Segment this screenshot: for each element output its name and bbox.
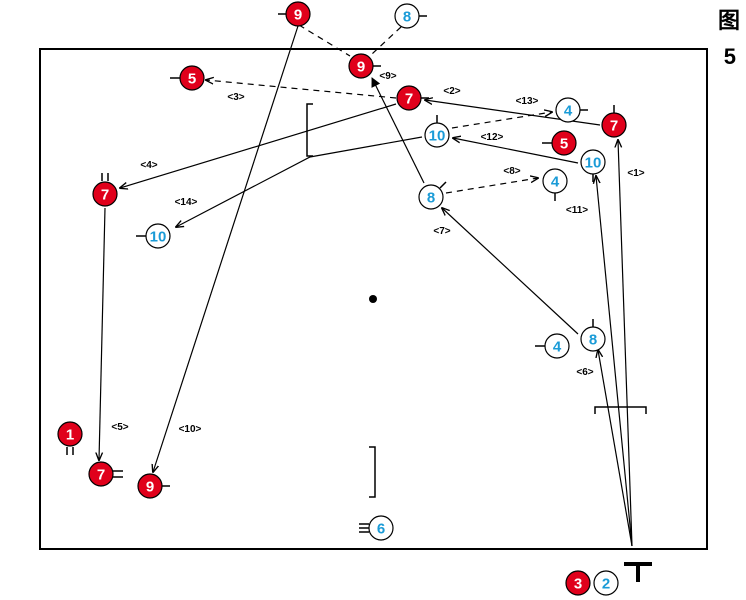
figure-number: 5 <box>723 44 736 69</box>
player-blue-10: 10 <box>136 223 171 249</box>
player-number: 8 <box>589 332 597 349</box>
player-disc <box>368 515 394 541</box>
orientation-tick <box>439 181 447 189</box>
step-labels: <1> <2> <3> <4> <5> <6> <7> <8> <9> <10> <11> <12> <… <box>111 71 644 435</box>
players: 9 8 9 5 7 4 10 7 5 10 7 4 8 10 4 8 1 7 9 6 3 2 <box>57 1 627 596</box>
player-blue-2: 2 <box>593 570 619 596</box>
player-disc <box>137 473 163 499</box>
player-blue-10: 10 <box>424 115 450 148</box>
player-number: 9 <box>294 7 302 24</box>
player-blue-8: 8 <box>418 181 447 210</box>
player-number: 3 <box>574 576 582 593</box>
player-disc <box>88 461 114 487</box>
player-red-9: 9 <box>137 473 170 499</box>
step-label: <10> <box>179 424 202 435</box>
player-number: 10 <box>150 229 167 246</box>
player-red-3: 3 <box>565 570 591 596</box>
coach-marker <box>624 562 652 582</box>
step-label: <14> <box>175 197 198 208</box>
player-blue-4: 4 <box>542 168 568 201</box>
step-label: <5> <box>111 422 128 433</box>
player-number: 7 <box>610 118 618 135</box>
player-disc <box>551 130 577 156</box>
player-blue-10: 10 <box>580 149 606 182</box>
bracket-top <box>306 103 313 157</box>
player-disc <box>396 85 422 111</box>
step-label: <7> <box>433 226 450 237</box>
player-number: 7 <box>101 187 109 204</box>
player-red-9: 9 <box>348 53 381 79</box>
player-disc <box>544 333 570 359</box>
bracket-bottom <box>369 446 376 498</box>
player-disc <box>424 122 450 148</box>
player-disc <box>601 112 627 138</box>
player-number: 6 <box>377 521 385 538</box>
player-number: 7 <box>97 467 105 484</box>
step-label: <11> <box>566 205 588 216</box>
player-blue-4: 4 <box>555 97 588 123</box>
player-disc <box>580 149 606 175</box>
field-boundary <box>39 48 708 550</box>
center-spot <box>369 295 377 303</box>
player-number: 8 <box>403 9 411 26</box>
player-number: 7 <box>405 91 413 108</box>
player-number: 5 <box>188 71 196 88</box>
player-disc <box>555 97 581 123</box>
player-number: 10 <box>585 155 602 172</box>
player-blue-8: 8 <box>580 319 606 352</box>
player-number: 10 <box>429 128 446 145</box>
crossbar-right <box>594 406 647 414</box>
player-disc <box>348 53 374 79</box>
step-label: <2> <box>443 86 460 97</box>
step-label: <4> <box>140 160 157 171</box>
player-red-1: 1 <box>57 421 83 455</box>
player-red-5: 5 <box>542 130 577 156</box>
player-number: 8 <box>427 190 435 207</box>
step-label: <1> <box>627 168 644 179</box>
step-label: <8> <box>503 166 520 177</box>
step-label: <12> <box>481 132 504 143</box>
player-red-7: 7 <box>88 461 123 487</box>
movement-lines <box>99 24 633 547</box>
player-disc <box>92 181 118 207</box>
player-number: 2 <box>602 576 610 593</box>
player-blue-4: 4 <box>535 333 570 359</box>
figure-title: 图 <box>717 8 740 33</box>
player-disc <box>179 65 205 91</box>
player-number: 4 <box>553 339 562 356</box>
player-blue-6: 6 <box>359 515 394 541</box>
player-red-7: 7 <box>92 173 118 207</box>
step-label: <9> <box>379 71 396 82</box>
player-disc <box>580 326 606 352</box>
player-number: 4 <box>564 103 573 120</box>
step-label: <6> <box>576 367 593 378</box>
player-number: 5 <box>560 136 568 153</box>
player-disc <box>565 570 591 596</box>
player-disc <box>285 1 311 27</box>
player-red-7: 7 <box>601 105 627 138</box>
player-disc <box>57 421 83 447</box>
player-disc <box>394 3 420 29</box>
player-number: 4 <box>551 174 560 191</box>
player-disc <box>145 223 171 249</box>
player-disc <box>418 184 444 210</box>
player-red-9: 9 <box>278 1 311 27</box>
player-disc <box>593 570 619 596</box>
player-disc <box>542 168 568 194</box>
player-red-5: 5 <box>170 65 205 91</box>
step-label: <13> <box>516 96 539 107</box>
player-number: 9 <box>146 479 154 496</box>
player-number: 9 <box>357 59 365 76</box>
step-label: <3> <box>227 92 244 103</box>
player-blue-8: 8 <box>394 3 427 29</box>
player-red-7: 7 <box>396 85 429 111</box>
player-number: 1 <box>66 427 74 444</box>
